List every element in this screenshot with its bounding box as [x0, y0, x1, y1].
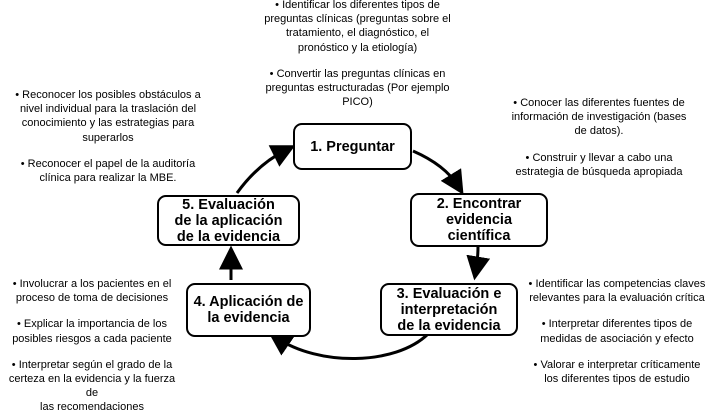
note-item: • Explicar la importancia de los posible… — [12, 318, 172, 345]
arrow-1-to-2 — [412, 149, 464, 195]
note-item: • Interpretar diferentes tipos de medida… — [540, 318, 694, 345]
notes-step-4: • Involucrar a los pacientes en el proce… — [4, 277, 180, 415]
notes-step-5: • Reconocer los posibles obstáculos a ni… — [0, 88, 220, 185]
note-item: • Reconocer el papel de la auditoría clí… — [20, 157, 196, 185]
note-item: • Construir y llevar a cabo una estrateg… — [515, 151, 683, 178]
note-item: • Identificar las competencias claves re… — [528, 278, 706, 305]
note-item: • Interpretar según el grado de la certe… — [8, 358, 176, 414]
note-item: • Conocer las diferentes fuentes de info… — [511, 97, 687, 138]
notes-step-3: • Identificar las competencias claves re… — [522, 277, 709, 386]
step-3-box: 3. Evaluación e interpretación de la evi… — [380, 283, 518, 336]
note-item: • Convertir las preguntas clínicas en pr… — [265, 67, 450, 109]
step-2-box: 2. Encontrar evidencia científica — [410, 193, 548, 247]
cycle-arrows — [219, 145, 491, 360]
step-1-box: 1. Preguntar — [293, 123, 412, 170]
step-5-box: 5. Evaluación de la aplicación de la evi… — [157, 195, 300, 246]
arrow-5-to-1 — [235, 145, 296, 194]
arrow-3-to-4 — [268, 332, 430, 360]
step-4-box: 4. Aplicación de la evidencia — [186, 283, 311, 337]
notes-step-2: • Conocer las diferentes fuentes de info… — [489, 96, 709, 179]
notes-step-1: • Identificar los diferentes tipos de pr… — [245, 0, 470, 109]
note-item: • Involucrar a los pacientes en el proce… — [12, 278, 172, 305]
note-item: • Valorar e interpretar críticamente los… — [533, 358, 701, 386]
arrow-2-to-3 — [466, 245, 491, 281]
note-item: • Identificar los diferentes tipos de pr… — [264, 0, 451, 54]
note-item: • Reconocer los posibles obstáculos a ni… — [15, 89, 201, 144]
